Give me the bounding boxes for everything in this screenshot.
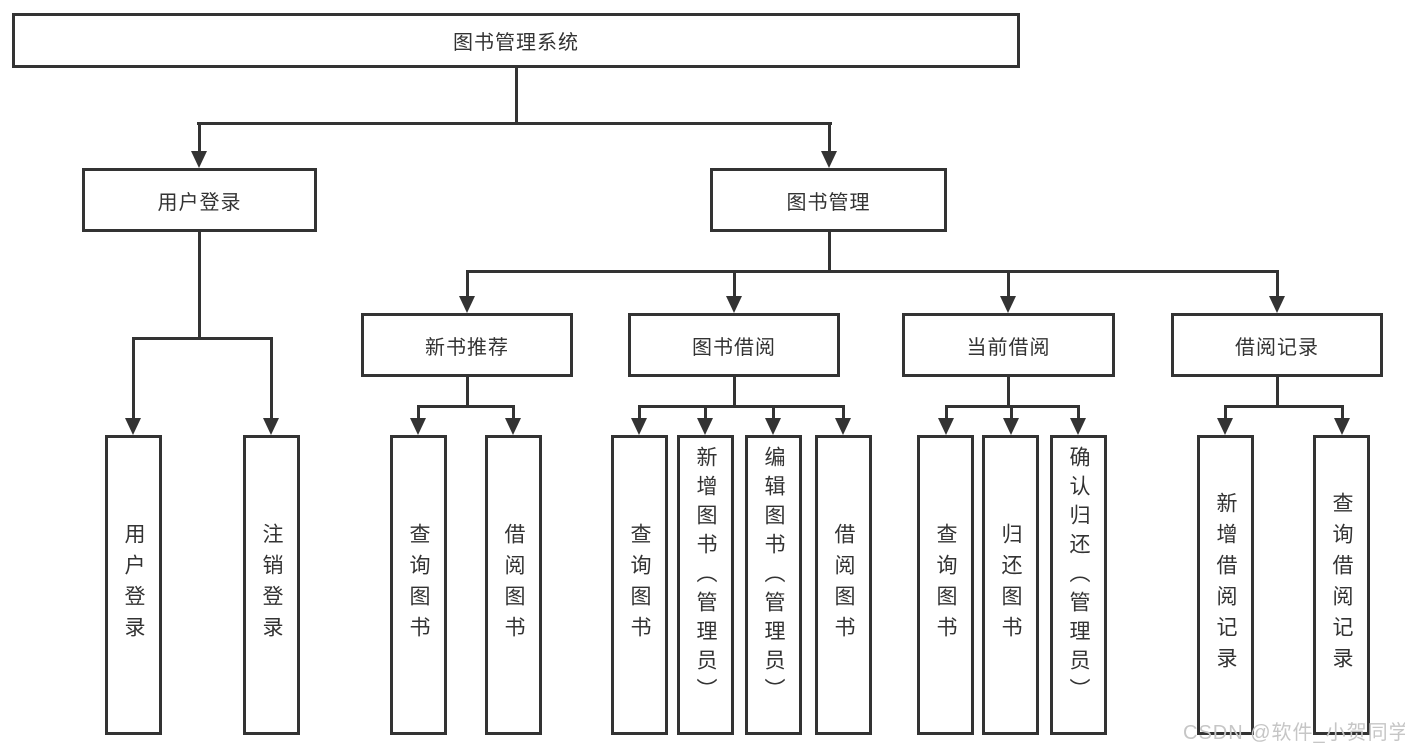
leaf-edit-books-admin: 编辑图书（管理员） [745,435,802,735]
connector-line [733,270,736,298]
arrow-down-icon [835,418,851,435]
leaf-logout: 注销登录 [243,435,300,735]
node-system-root: 图书管理系统 [12,13,1020,68]
connector-line [466,377,469,405]
leaf-borrow-books-1: 借阅图书 [485,435,542,735]
connector-line [638,405,845,408]
leaf-user-login: 用户登录 [105,435,162,735]
arrow-down-icon [459,296,475,313]
leaf-label: 新增图书（管理员） [694,446,717,707]
connector-line [828,122,831,154]
connector-line [197,122,832,125]
leaf-label: 归还图书 [999,523,1022,647]
arrow-down-icon [1217,418,1233,435]
leaf-label: 注销登录 [260,523,283,647]
node-borrow-records: 借阅记录 [1171,313,1383,377]
connector-line [1341,405,1344,420]
leaf-label: 查询借阅记录 [1330,492,1353,678]
leaf-add-books-admin: 新增图书（管理员） [677,435,734,735]
leaf-label: 确认归还（管理员） [1067,446,1090,707]
connector-line [1007,270,1010,298]
arrow-down-icon [1070,418,1086,435]
leaf-query-books-2: 查询图书 [611,435,668,735]
arrow-down-icon [1269,296,1285,313]
connector-line [1007,377,1010,405]
connector-line [132,337,273,340]
arrow-down-icon [505,418,521,435]
connector-line [466,270,469,298]
arrow-down-icon [765,418,781,435]
connector-line [638,405,641,420]
connector-line [704,405,707,420]
leaf-label: 借阅图书 [832,523,855,647]
connector-line [1010,405,1013,420]
arrow-down-icon [191,151,207,168]
leaf-label: 新增借阅记录 [1214,492,1237,678]
leaf-label: 查询图书 [628,523,651,647]
arrow-down-icon [1003,418,1019,435]
leaf-confirm-return-admin: 确认归还（管理员） [1050,435,1107,735]
node-current-borrow: 当前借阅 [902,313,1115,377]
arrow-down-icon [263,418,279,435]
leaf-label: 借阅图书 [502,523,525,647]
leaf-query-books-1: 查询图书 [390,435,447,735]
connector-line [417,405,515,408]
arrow-down-icon [1334,418,1350,435]
leaf-borrow-books-2: 借阅图书 [815,435,872,735]
arrow-down-icon [631,418,647,435]
csdn-watermark: CSDN @软件_小贺同学 [1183,722,1405,744]
arrow-down-icon [1000,296,1016,313]
connector-line [945,405,948,420]
connector-line [198,122,201,154]
connector-line [1077,405,1080,420]
connector-line [270,337,273,421]
connector-line [1224,405,1227,420]
leaf-label: 编辑图书（管理员） [762,446,785,707]
arrow-down-icon [697,418,713,435]
connector-line [828,232,831,270]
connector-line [1276,377,1279,405]
node-book-management: 图书管理 [710,168,947,232]
connector-line [1276,270,1279,298]
connector-line [733,377,736,405]
node-new-book-recommend: 新书推荐 [361,313,573,377]
leaf-label: 查询图书 [407,523,430,647]
connector-line [512,405,515,420]
leaf-query-books-3: 查询图书 [917,435,974,735]
arrow-down-icon [410,418,426,435]
leaf-label: 用户登录 [122,523,145,647]
node-user-login: 用户登录 [82,168,317,232]
connector-line [466,270,1279,273]
leaf-query-borrow-record: 查询借阅记录 [1313,435,1370,735]
arrow-down-icon [938,418,954,435]
connector-line [515,68,518,122]
connector-line [417,405,420,420]
arrow-down-icon [125,418,141,435]
leaf-return-books: 归还图书 [982,435,1039,735]
connector-line [842,405,845,420]
arrow-down-icon [821,151,837,168]
connector-line [198,232,201,337]
arrow-down-icon [726,296,742,313]
connector-line [772,405,775,420]
leaf-add-borrow-record: 新增借阅记录 [1197,435,1254,735]
connector-line [132,337,135,421]
leaf-label: 查询图书 [934,523,957,647]
connector-line [1224,405,1343,408]
node-book-borrow: 图书借阅 [628,313,840,377]
